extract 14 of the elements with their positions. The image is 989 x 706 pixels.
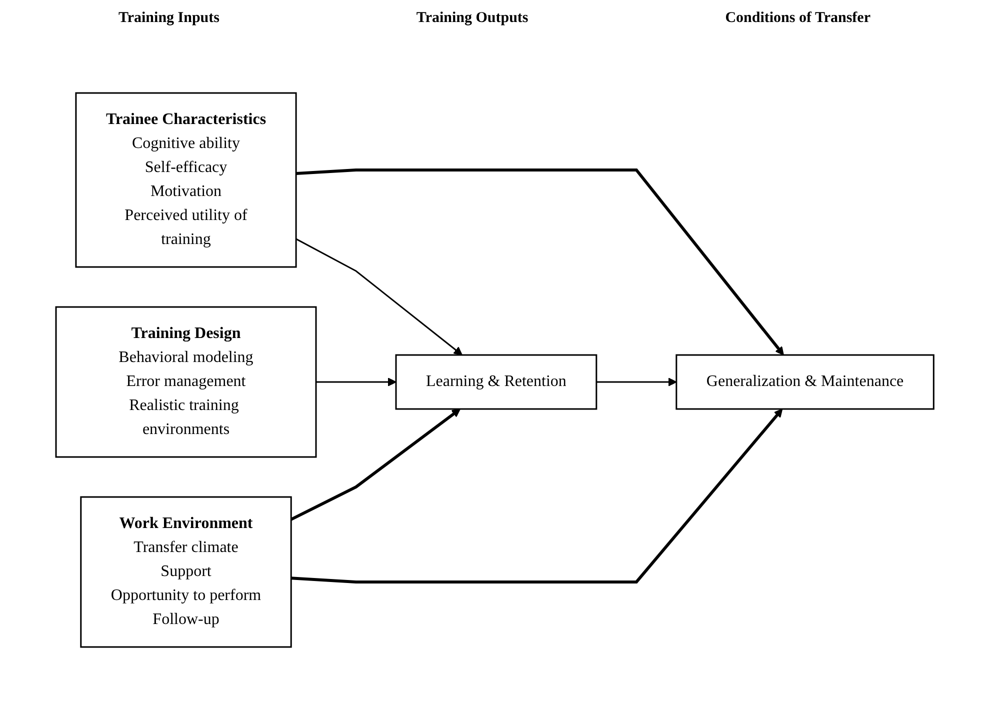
node-box: Work Environment Transfer climate Support Opportunity to perform Follow-up: [80, 496, 292, 648]
arrow: [290, 408, 460, 521]
column-heading: Training Outputs: [416, 10, 528, 28]
node-box: Trainee Characteristics Cognitive ability Self-efficacy Motivation Perceived utility of training: [74, 92, 296, 268]
arrow: [295, 238, 462, 356]
node-box: Generalization & Maintenance: [675, 354, 934, 410]
node-box: Learning & Retention: [394, 354, 597, 410]
arrow: [316, 378, 396, 386]
arrow: [596, 378, 676, 386]
arrow: [290, 408, 782, 584]
node-box: Training Design Behavioral modeling Error management Realistic training environments: [54, 306, 316, 458]
column-heading: Conditions of Transfer: [725, 10, 870, 28]
column-heading: Training Inputs: [118, 10, 220, 28]
arrow: [296, 168, 784, 356]
